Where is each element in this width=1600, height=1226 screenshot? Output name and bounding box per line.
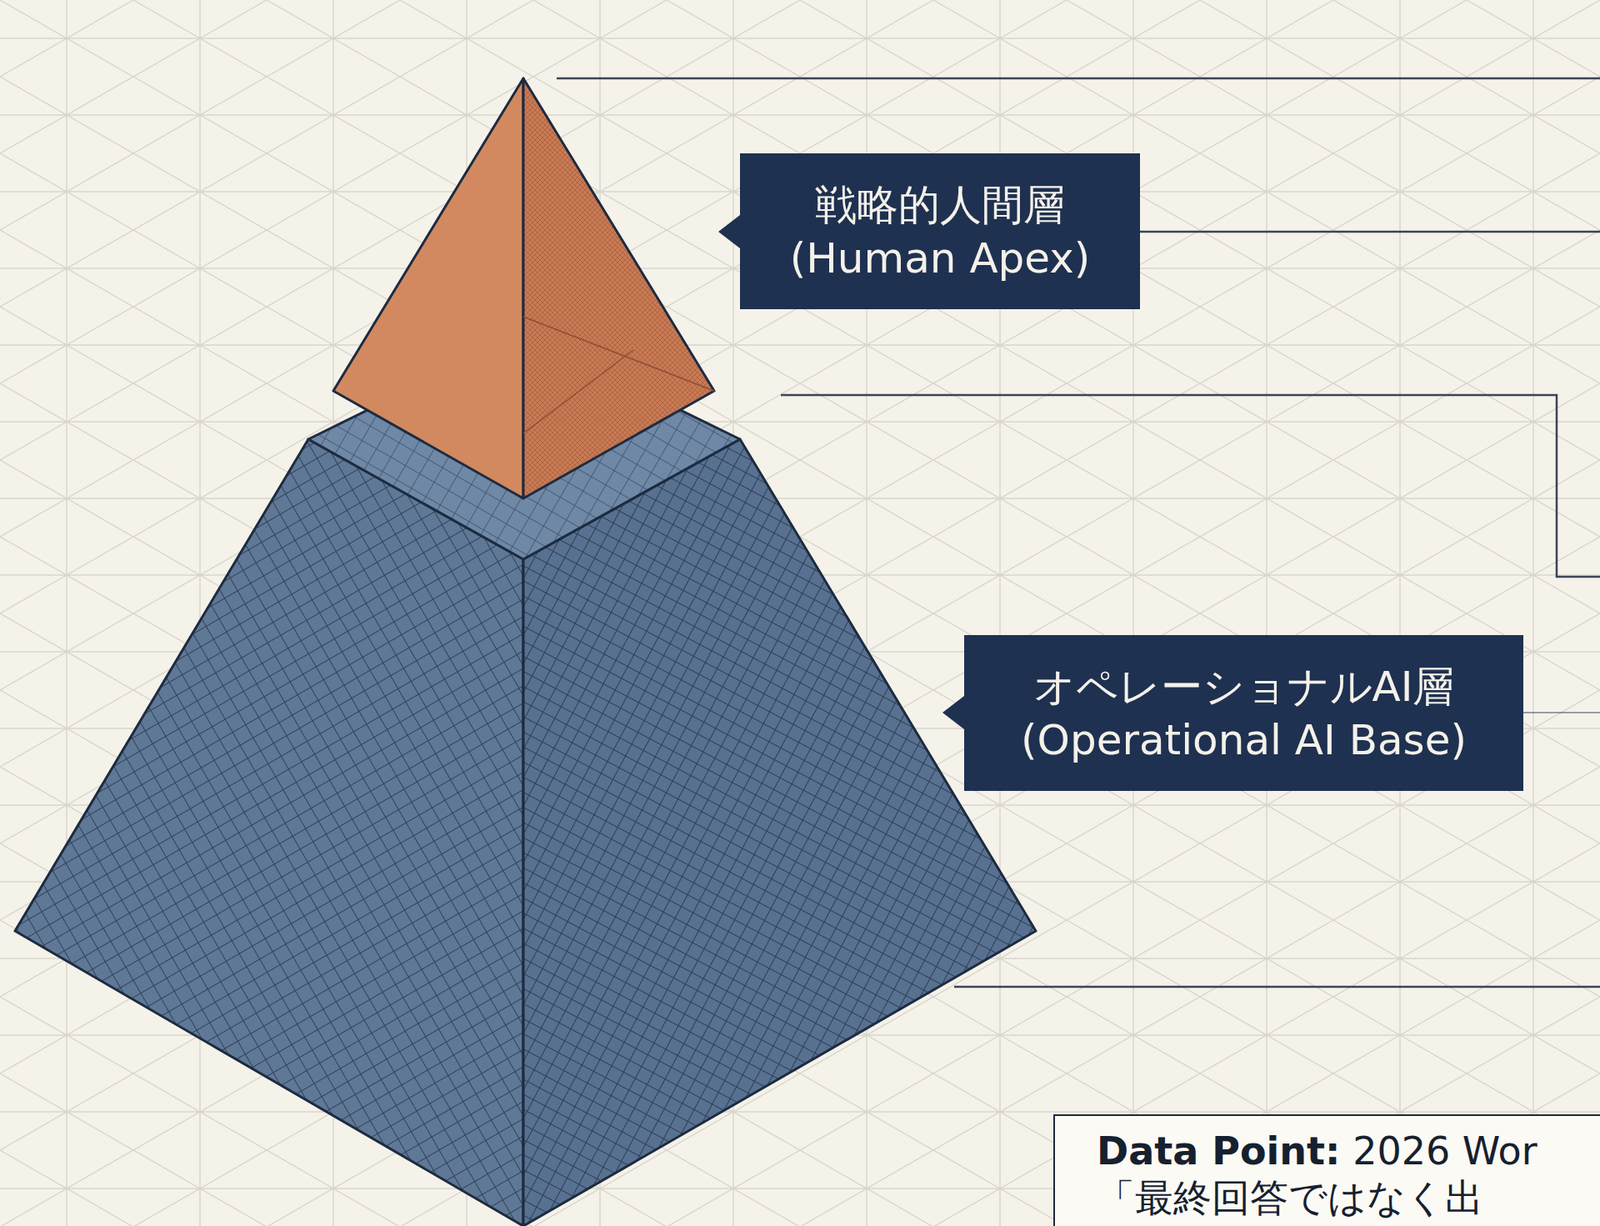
data-heading: Data Point:	[1096, 1128, 1341, 1174]
label-title: オペレーショナルAI層	[994, 660, 1494, 714]
human-apex	[333, 78, 715, 499]
data-text: 2026 Wor	[1352, 1128, 1538, 1174]
label-title: 戦略的人間層	[770, 178, 1110, 232]
label-subtitle: (Human Apex)	[770, 231, 1110, 285]
text-line: Data Point: 2026 Wor	[1096, 1127, 1600, 1175]
layer-label: オペレーショナルAI層(Operational AI Base)	[964, 635, 1524, 791]
data-text: 「最終回答ではなく出	[1096, 1174, 1600, 1221]
data-point-box: Data Point: 2026 Wor「最終回答ではなく出	[1053, 1114, 1600, 1226]
label-subtitle: (Operational AI Base)	[994, 713, 1494, 767]
layer-label: 戦略的人間層(Human Apex)	[740, 153, 1140, 310]
